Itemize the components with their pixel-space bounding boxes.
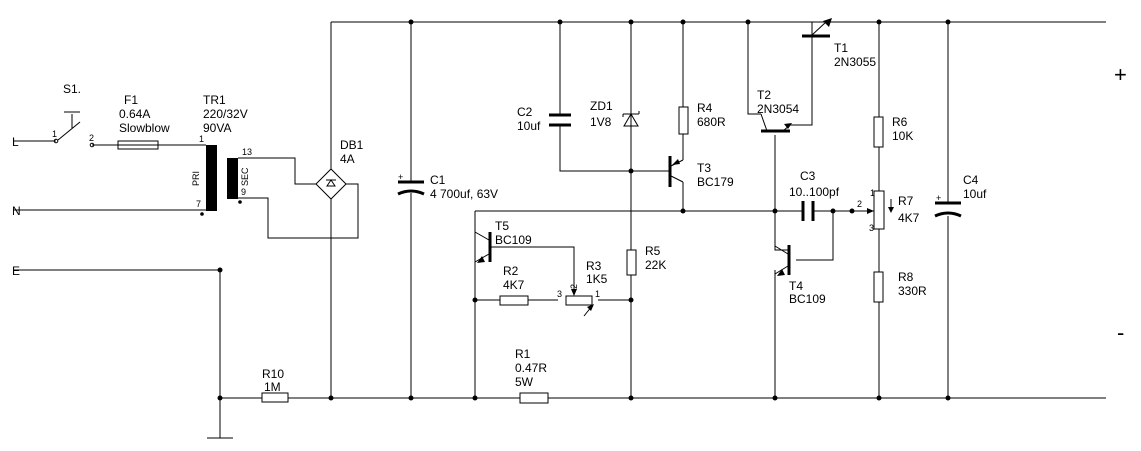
c1-ref: C1 (430, 173, 446, 187)
f1-type: Slowblow (119, 121, 170, 135)
tr1-pin13: 13 (242, 147, 252, 157)
capacitor-c1: + C1 4 700uf, 63V (397, 172, 498, 201)
resistor-r10: R10 1M (261, 367, 289, 403)
r3-pin3: 3 (557, 289, 562, 299)
resistor-r8: R8 330R (873, 270, 927, 303)
tr1-power: 90VA (203, 121, 231, 135)
r3-value: 1K5 (586, 272, 608, 286)
s1-label: S1. (63, 82, 81, 96)
r1-ref: R1 (515, 347, 531, 361)
transistor-t5: T5 BC109 (474, 219, 532, 263)
r6-value: 10K (892, 129, 913, 143)
capacitor-c4: + C4 10uf (934, 173, 987, 218)
db1-ref: DB1 (340, 138, 364, 152)
r7-value: 4K7 (898, 211, 920, 225)
r4-ref: R4 (697, 101, 713, 115)
r8-ref: R8 (898, 270, 914, 284)
r1-power: 5W (515, 375, 534, 389)
tr1-pin9: 9 (241, 187, 246, 197)
c4-ref: C4 (963, 173, 979, 187)
transistor-t4: T4 BC109 (774, 245, 826, 306)
db1-value: 4A (340, 152, 355, 166)
r8-value: 330R (898, 284, 927, 298)
t4-value: BC109 (789, 292, 826, 306)
r3-pin1: 1 (595, 289, 600, 299)
f1-ref: F1 (124, 93, 138, 107)
output-minus-label: - (1117, 320, 1124, 345)
tr1-value: 220/32V (203, 107, 248, 121)
transformer-tr1: TR1 220/32V 90VA 1 7 13 9 PRI SEC (191, 93, 252, 216)
junction-dots (217, 19, 951, 401)
trimmer-r3: R3 1K5 1 2 3 (557, 259, 608, 317)
t5-value: BC109 (495, 233, 532, 247)
r5-value: 22K (645, 258, 666, 272)
t3-ref: T3 (697, 161, 711, 175)
r2-value: 4K7 (503, 278, 525, 292)
r7-pin2: 2 (857, 199, 862, 209)
t5-ref: T5 (495, 219, 509, 233)
r2-ref: R2 (503, 264, 519, 278)
tr1-pin1: 1 (199, 134, 204, 144)
input-label-neutral: N (12, 204, 21, 218)
f1-value: 0.64A (119, 107, 150, 121)
transistor-t2: T2 2N3054 (757, 88, 799, 133)
c2-value: 10uf (517, 119, 541, 133)
c2-ref: C2 (517, 105, 533, 119)
tr1-pri-label: PRI (191, 171, 201, 186)
tr1-ref: TR1 (203, 93, 226, 107)
resistor-r1: R1 0.47R 5W (515, 347, 549, 404)
output-plus-label: + (1114, 62, 1127, 87)
trimmer-r7: R7 4K7 1 2 3 (852, 188, 920, 233)
input-label-line: L (12, 135, 19, 149)
t2-value: 2N3054 (757, 102, 799, 116)
resistor-r2: R2 4K7 (499, 264, 529, 306)
tr1-sec-label: SEC (240, 167, 250, 186)
r1-value: 0.47R (515, 361, 547, 375)
s1-pin2: 2 (89, 133, 94, 143)
c1-polarity: + (398, 172, 403, 182)
c1-value: 4 700uf, 63V (430, 187, 498, 201)
t3-value: BC179 (697, 175, 734, 189)
capacitor-c2: C2 10uf (517, 105, 571, 133)
bridge-rectifier-db1: DB1 4A (315, 138, 364, 200)
switch-s1: S1. 1 2 (52, 82, 95, 148)
c4-polarity: + (936, 193, 941, 203)
t1-ref: T1 (834, 41, 848, 55)
r7-ref: R7 (898, 194, 914, 208)
resistor-r4: R4 680R (678, 101, 726, 135)
r7-pin3: 3 (869, 223, 874, 233)
t1-value: 2N3055 (834, 55, 876, 69)
c4-value: 10uf (963, 187, 987, 201)
t4-ref: T4 (789, 279, 803, 293)
wiring (14, 21, 1106, 439)
r7-pin1: 1 (870, 188, 875, 198)
tr1-pin7: 7 (196, 199, 201, 209)
transistor-t1: T1 2N3055 (802, 18, 876, 69)
zener-diode-zd1: ZD1 1V8 (590, 99, 640, 129)
r10-value: 1M (264, 380, 281, 394)
r5-ref: R5 (645, 244, 661, 258)
zd1-value: 1V8 (590, 115, 612, 129)
fuse-f1: F1 0.64A Slowblow (117, 93, 170, 150)
s1-pin1: 1 (52, 129, 57, 139)
transistor-t3: T3 BC179 (668, 156, 734, 189)
resistor-r5: R5 22K (626, 244, 666, 276)
t2-ref: T2 (757, 88, 771, 102)
r4-value: 680R (697, 115, 726, 129)
r3-pin2: 2 (569, 284, 579, 289)
r6-ref: R6 (892, 115, 908, 129)
input-label-earth: E (12, 264, 20, 278)
capacitor-c3: C3 10..100pf (789, 169, 840, 221)
r10-ref: R10 (262, 367, 284, 381)
r3-ref: R3 (586, 259, 602, 273)
c3-value: 10..100pf (789, 185, 840, 199)
zd1-ref: ZD1 (590, 99, 613, 113)
c3-ref: C3 (800, 169, 816, 183)
resistor-r6: R6 10K (873, 115, 913, 148)
